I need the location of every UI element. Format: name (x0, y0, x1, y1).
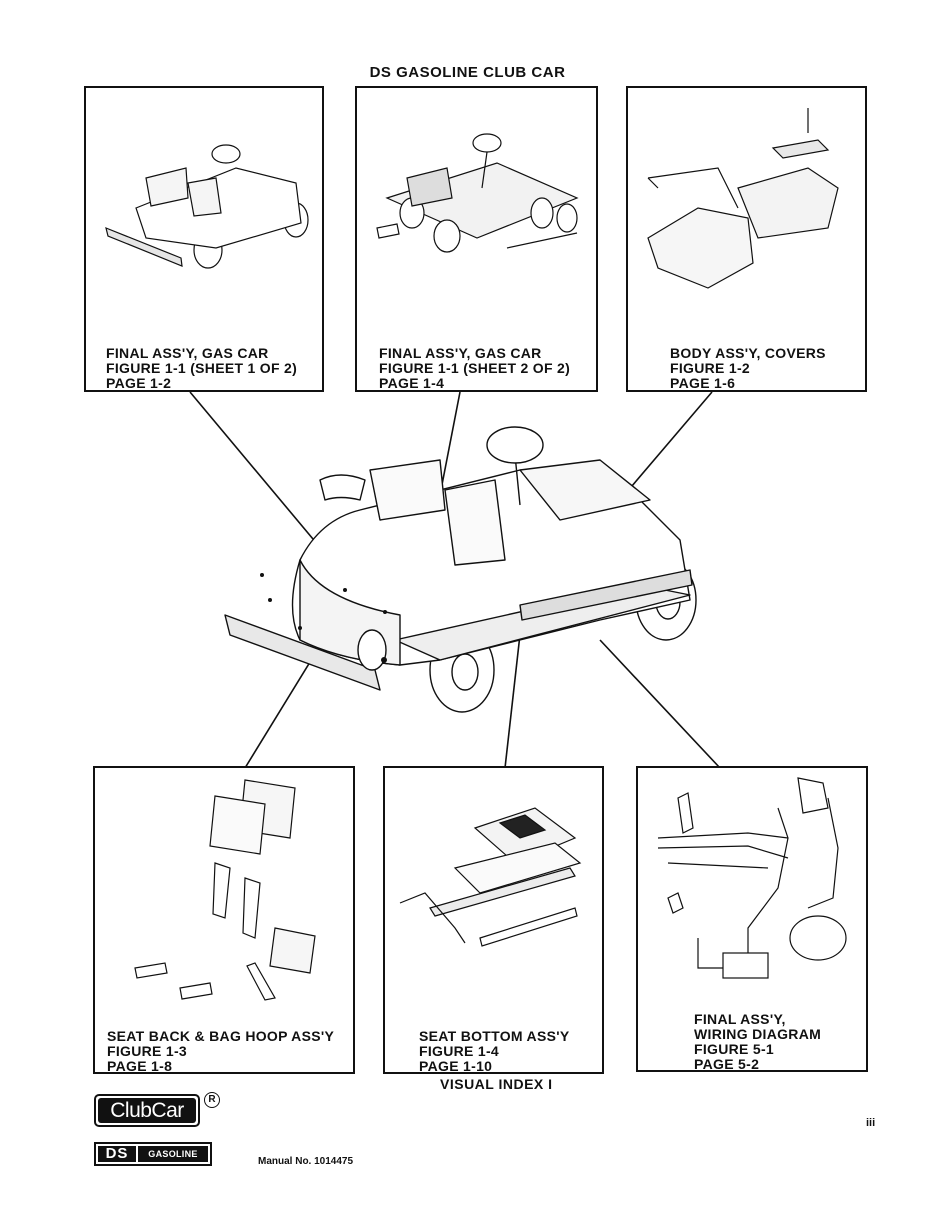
panel-caption: FINAL ASS'Y, GAS CAR FIGURE 1-1 (SHEET 1… (106, 346, 297, 391)
body-assy-covers-illustration (647, 108, 839, 289)
final-assy-sheet-1-illustration (105, 144, 309, 269)
panel-caption-line: FIGURE 1-3 (107, 1043, 188, 1059)
panel-caption: SEAT BACK & BAG HOOP ASS'Y FIGURE 1-3 PA… (107, 1029, 334, 1074)
manual-number: Manual No. 1014475 (258, 1156, 354, 1167)
wiring-diagram-illustration (657, 777, 847, 979)
page-title: DS GASOLINE CLUB CAR (369, 64, 566, 81)
panel-caption-line: FINAL ASS'Y, GAS CAR (106, 345, 269, 361)
panel-caption: BODY ASS'Y, COVERS FIGURE 1-2 PAGE 1-6 (670, 346, 826, 391)
visual-index-caption: VISUAL INDEX I (440, 1076, 553, 1092)
panel-caption-line: PAGE 1-10 (419, 1058, 493, 1074)
panel-caption-line: FIGURE 1-2 (670, 360, 751, 376)
panel-caption-line: SEAT BACK & BAG HOOP ASS'Y (107, 1028, 335, 1044)
panel-seat-bottom[interactable]: SEAT BOTTOM ASS'Y FIGURE 1-4 PAGE 1-10 (383, 766, 604, 1074)
seat-back-bag-hoop-illustration (134, 779, 316, 1001)
leader-line-3 (619, 391, 713, 501)
leader-line-1 (189, 391, 319, 546)
panel-caption: SEAT BOTTOM ASS'Y FIGURE 1-4 PAGE 1-10 (419, 1029, 570, 1074)
panel-caption-line: PAGE 1-8 (107, 1058, 173, 1074)
panel-final-assy-sheet-2[interactable]: FINAL ASS'Y, GAS CAR FIGURE 1-1 (SHEET 2… (355, 86, 598, 392)
panel-caption-line: FINAL ASS'Y, (694, 1011, 786, 1027)
registered-mark-icon: R (204, 1092, 220, 1108)
clubcar-logo: ClubCar (94, 1094, 200, 1127)
panel-caption: FINAL ASS'Y, WIRING DIAGRAM FIGURE 5-1 P… (694, 1012, 821, 1072)
panel-caption-line: FINAL ASS'Y, GAS CAR (379, 345, 542, 361)
panel-caption-line: FIGURE 5-1 (694, 1041, 775, 1057)
page-number: iii (866, 1117, 876, 1129)
panel-caption-line: FIGURE 1-1 (SHEET 2 OF 2) (379, 360, 571, 376)
panel-caption-line: FIGURE 1-1 (SHEET 1 OF 2) (106, 360, 298, 376)
ds-badge-text: GASOLINE (138, 1146, 208, 1162)
panel-caption-line: FIGURE 1-4 (419, 1043, 500, 1059)
panel-caption-line: SEAT BOTTOM ASS'Y (419, 1028, 570, 1044)
seat-bottom-illustration (399, 807, 582, 947)
ds-mark: DS (98, 1146, 136, 1162)
final-assy-sheet-2-illustration (376, 133, 579, 253)
panel-caption-line: PAGE 1-2 (106, 375, 172, 391)
panel-caption-line: WIRING DIAGRAM (694, 1026, 822, 1042)
panel-caption: FINAL ASS'Y, GAS CAR FIGURE 1-1 (SHEET 2… (379, 346, 570, 391)
panel-body-assy-covers[interactable]: BODY ASS'Y, COVERS FIGURE 1-2 PAGE 1-6 (626, 86, 867, 392)
panel-caption-line: PAGE 1-4 (379, 375, 445, 391)
panel-caption-line: BODY ASS'Y, COVERS (670, 345, 826, 361)
clubcar-logo-text: ClubCar (98, 1098, 196, 1123)
panel-final-assy-sheet-1[interactable]: FINAL ASS'Y, GAS CAR FIGURE 1-1 (SHEET 1… (84, 86, 324, 392)
leader-line-6 (599, 639, 721, 769)
ds-gasoline-badge: DS GASOLINE (94, 1142, 212, 1166)
leader-line-2 (439, 391, 461, 496)
panel-caption-line: PAGE 5-2 (694, 1056, 760, 1072)
panel-wiring-diagram[interactable]: FINAL ASS'Y, WIRING DIAGRAM FIGURE 5-1 P… (636, 766, 868, 1072)
panel-seat-back-bag-hoop[interactable]: SEAT BACK & BAG HOOP ASS'Y FIGURE 1-3 PA… (93, 766, 355, 1074)
panel-caption-line: PAGE 1-6 (670, 375, 736, 391)
